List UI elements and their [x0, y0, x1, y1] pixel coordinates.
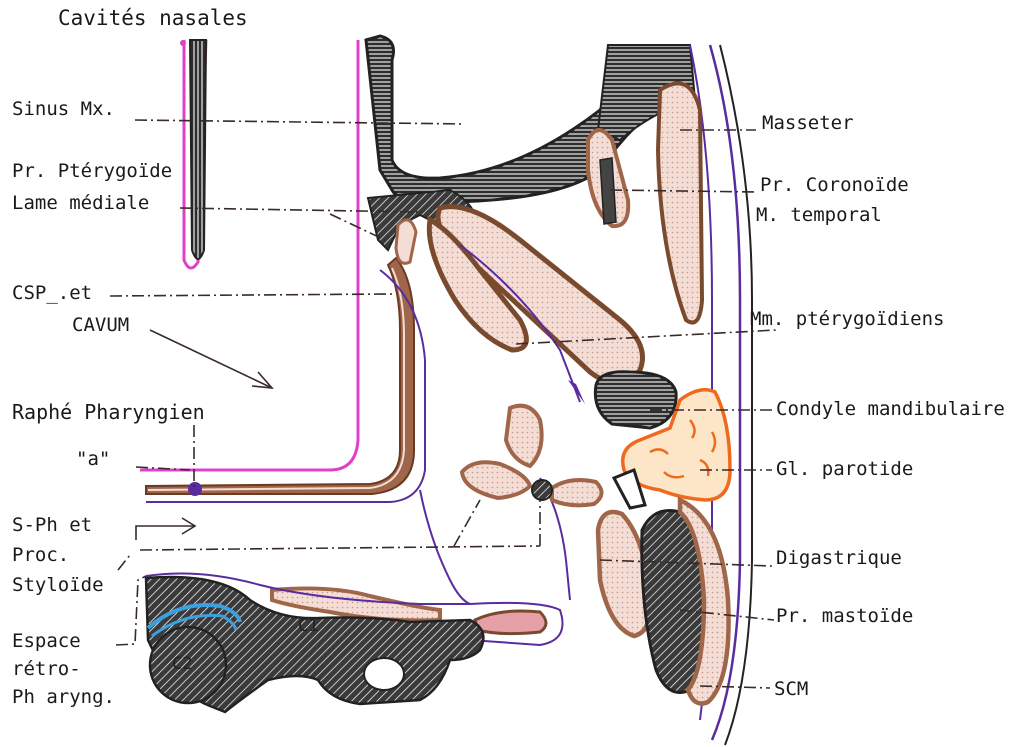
label-gl-parotide: Gl. parotide — [776, 460, 913, 479]
stylo-muscle-left — [462, 462, 530, 498]
leader-sph-up — [454, 500, 480, 546]
leader-csp — [110, 294, 392, 296]
label-sinus-mx: Sinus Mx. — [12, 100, 115, 119]
label-mm-pterygoidiens: Mm. ptérygoïdiens — [750, 310, 944, 329]
label-s-ph-et: S-Ph et — [12, 516, 92, 535]
label-condyle-mandibulaire: Condyle mandibulaire — [776, 400, 1005, 419]
label-espace: Espace — [12, 632, 81, 651]
mucosa-dot — [180, 40, 186, 46]
label-c2: C2 — [172, 656, 192, 673]
label-retro: rétro- — [12, 660, 81, 679]
pharyngobasilar-fascia — [146, 270, 425, 502]
rectus-capitis — [475, 611, 546, 634]
constrictor-muscle — [146, 258, 414, 494]
label-pr-mastoide: Pr. mastoïde — [776, 607, 913, 626]
label-masseter: Masseter — [762, 114, 854, 133]
sph-arrow — [136, 526, 195, 540]
label-digastrique: Digastrique — [776, 549, 902, 568]
leader-coronoide — [610, 190, 756, 192]
tensor-veli-palatini — [396, 220, 416, 264]
label-styloide: Styloïde — [12, 576, 104, 595]
label-m-temporal: M. temporal — [756, 206, 882, 225]
label-csp-et: CSP_.et — [12, 284, 92, 303]
label-c1: C1 — [298, 618, 318, 635]
label-cavum: CAVUM — [72, 316, 129, 335]
fascia-tip — [568, 380, 585, 404]
pterygoid-medial-plate — [190, 40, 206, 259]
leader-espace — [116, 576, 146, 645]
label-pr-pterygoide: Pr. Ptérygoïde — [12, 162, 172, 181]
constrictor-inner-line — [148, 268, 404, 490]
stylo-muscle-right — [552, 480, 602, 505]
label-cavites-nasales: Cavités nasales — [58, 8, 248, 29]
styloid-section — [532, 480, 552, 500]
atlas-foramen — [364, 658, 404, 690]
label-a: "a" — [76, 450, 110, 469]
mandibular-condyle — [595, 372, 676, 428]
stylo-muscle-top — [506, 406, 542, 466]
label-scm: SCM — [774, 680, 808, 699]
label-lame-mediale: Lame médiale — [12, 194, 149, 213]
pharyngeal-raphe-dot — [188, 482, 202, 496]
label-proc: Proc. — [12, 546, 69, 565]
label-pr-coronoide: Pr. Coronoïde — [760, 176, 909, 195]
label-raphe-pharyngien: Raphé Pharyngien — [12, 402, 205, 422]
label-pharyng: Ph aryng. — [12, 688, 115, 707]
masseter-muscle — [658, 83, 702, 322]
cavum-arrow — [150, 330, 272, 388]
leader-styloide — [118, 555, 130, 570]
leader-sph — [140, 546, 540, 550]
